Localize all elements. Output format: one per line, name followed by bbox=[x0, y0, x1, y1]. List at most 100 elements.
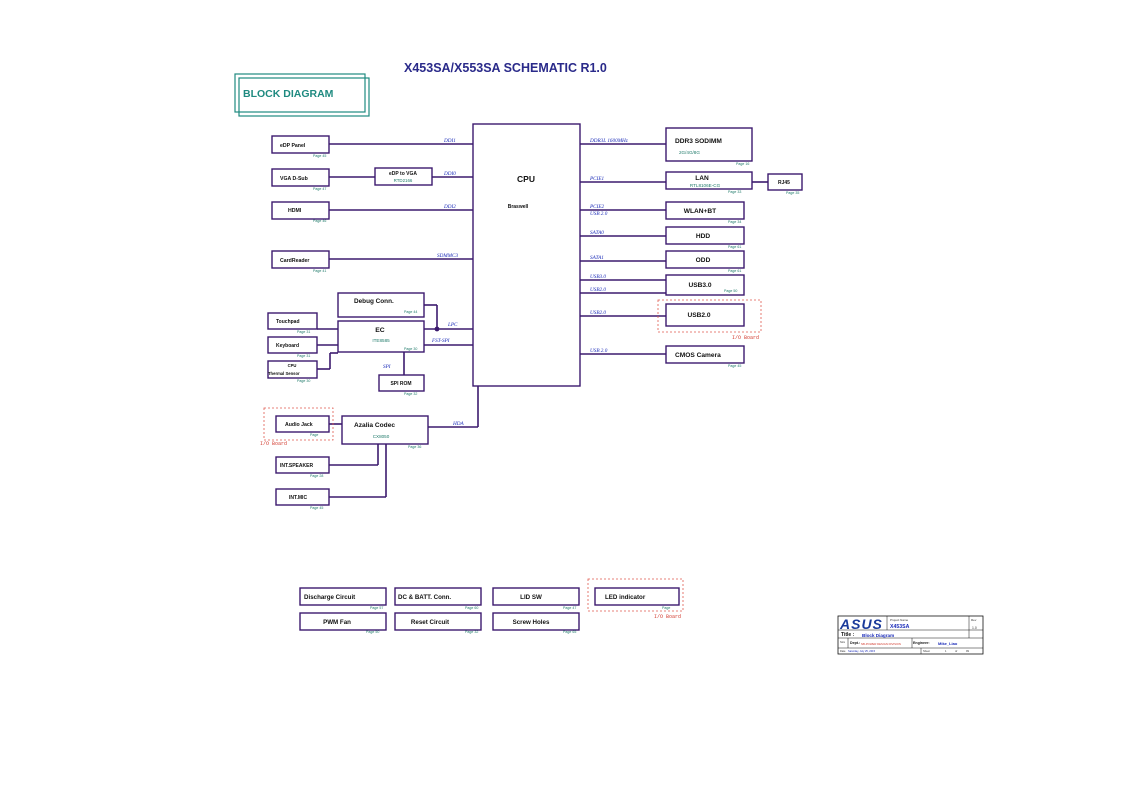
sheet-of: of bbox=[955, 649, 957, 653]
bus-usb20-b-label: USB2.0 bbox=[590, 310, 606, 316]
lan-chip: RTL8106E-CG bbox=[690, 183, 721, 188]
dc-batt-conn-page: Page 60 bbox=[465, 606, 478, 610]
dept-label: Dept.: bbox=[850, 641, 860, 645]
thermal-sensor-label-2: Thermal Sensor bbox=[268, 371, 300, 376]
ddr3-sodimm-block: DDR3 SODIMM 2G/4G/8G Page 16 bbox=[665, 127, 753, 166]
bus-pcie1-label: PCIE1 bbox=[589, 176, 605, 182]
lan-block: LAN RTL8106E-CG Page 33 bbox=[665, 171, 753, 194]
audio-jack-io-board: I/O Board bbox=[260, 441, 287, 447]
reset-circuit-label: Reset Circuit bbox=[411, 619, 449, 626]
cardreader-label: CardReader bbox=[280, 258, 309, 264]
debug-conn-page: Page 44 bbox=[404, 310, 417, 314]
usb30-label: USB3.0 bbox=[688, 282, 711, 289]
keyboard-label: Keyboard bbox=[276, 343, 299, 349]
reset-circuit-page: Page 32 bbox=[465, 630, 478, 634]
asus-logo: ASUS bbox=[839, 616, 883, 632]
size-label: Size bbox=[840, 640, 846, 644]
date-label: Date bbox=[840, 649, 846, 653]
bus-sata1-label: SATA1 bbox=[590, 255, 604, 261]
lid-sw-block: LID SW Page 47 bbox=[492, 587, 580, 610]
vga-dsub-page: Page 47 bbox=[313, 187, 326, 191]
touchpad-label: Touchpad bbox=[276, 319, 300, 325]
block-diagram-label: BLOCK DIAGRAM bbox=[243, 88, 334, 100]
title-block: ASUS Project Name X453SA Rev 1.0 Title :… bbox=[837, 615, 984, 655]
dept-value: NB-POWER DESIGN DIVISION bbox=[861, 642, 901, 646]
edp-to-vga-block: eDP to VGA RTD2166 bbox=[374, 167, 433, 186]
int-speaker-block: INT.SPEAKER Page 28 bbox=[275, 456, 330, 478]
pwm-fan-page: Page 50 bbox=[366, 630, 379, 634]
vga-dsub-label: VGA D-Sub bbox=[280, 176, 308, 182]
rev-value: 1.0 bbox=[972, 626, 977, 630]
hdmi-block: HDMI Page 46 bbox=[271, 201, 330, 223]
bus-ddr3l-label: DDR3L 1600MHz bbox=[589, 138, 628, 144]
project-name: X453SA bbox=[890, 624, 910, 630]
azalia-codec-page: Page 36 bbox=[408, 445, 421, 449]
cardreader-block: CardReader Page 41 bbox=[271, 250, 330, 273]
project-name-label: Project Name bbox=[890, 618, 909, 622]
touchpad-page: Page 31 bbox=[297, 330, 310, 334]
edp-panel-page: Page 45 bbox=[313, 154, 326, 158]
azalia-codec-chip: CX8050 bbox=[373, 434, 390, 439]
lan-label: LAN bbox=[695, 175, 709, 182]
ec-chip: ITE8585 bbox=[372, 338, 390, 343]
hdd-label: HDD bbox=[696, 233, 711, 240]
wlan-bt-block: WLAN+BT Page 34 bbox=[665, 201, 745, 224]
bus-ddi2-label: DDI2 bbox=[443, 204, 456, 210]
ec-block: EC ITE8585 Page 30 bbox=[337, 320, 425, 353]
bus-spi-label: SPI bbox=[383, 364, 391, 370]
edp-panel-block: eDP Panel Page 45 bbox=[271, 135, 330, 158]
audio-jack-label: Audio Jack bbox=[285, 422, 313, 428]
hdd-page: Page 61 bbox=[728, 245, 741, 249]
wlan-bt-label: WLAN+BT bbox=[684, 208, 716, 215]
bus-hda-label: HDA bbox=[452, 421, 464, 427]
led-indicator-block: LED indicator Page I/O Board bbox=[587, 578, 684, 620]
bus-lpc-label: LPC bbox=[447, 322, 458, 328]
rj45-page: Page 35 bbox=[786, 191, 799, 195]
engineer-value: Mike_Liao bbox=[938, 641, 958, 646]
discharge-circuit-page: Page 57 bbox=[370, 606, 383, 610]
edp-panel-label: eDP Panel bbox=[280, 143, 306, 149]
led-indicator-label: LED indicator bbox=[605, 594, 646, 601]
pwm-fan-label: PWM Fan bbox=[323, 619, 351, 626]
int-mic-page: Page 45 bbox=[310, 506, 323, 510]
bus-sata0-label: SATA0 bbox=[590, 230, 604, 236]
int-mic-block: INT.MIC Page 45 bbox=[275, 488, 330, 510]
lid-sw-label: LID SW bbox=[520, 594, 542, 601]
led-indicator-page: Page bbox=[662, 606, 670, 610]
title-label: Title : bbox=[841, 632, 855, 638]
ec-page: Page 30 bbox=[404, 347, 417, 351]
lan-page: Page 33 bbox=[728, 190, 741, 194]
led-indicator-io-board: I/O Board bbox=[654, 614, 681, 620]
cpu-label: CPU bbox=[517, 174, 535, 184]
hdd-block: HDD Page 61 bbox=[665, 226, 745, 249]
keyboard-block: Keyboard Page 31 bbox=[267, 336, 318, 358]
screw-holes-label: Screw Holes bbox=[513, 619, 550, 626]
spi-rom-page: Page 32 bbox=[404, 392, 417, 396]
int-speaker-page: Page 28 bbox=[310, 474, 323, 478]
rj45-label: RJ45 bbox=[778, 180, 790, 186]
screw-holes-block: Screw Holes Page 65 bbox=[492, 612, 580, 634]
spi-rom-block: SPI ROM Page 32 bbox=[378, 374, 425, 396]
debug-conn-label: Debug Conn. bbox=[354, 298, 394, 305]
odd-page: Page 61 bbox=[728, 269, 741, 273]
bus-usb20-wlan-label: USB 2.0 bbox=[590, 211, 608, 217]
bus-fst-spi-label: FST-SPI bbox=[431, 338, 450, 344]
ddr3-sodimm-label: DDR3 SODIMM bbox=[675, 138, 722, 145]
engineer-label: Engineer: bbox=[913, 641, 930, 645]
touchpad-block: Touchpad Page 31 bbox=[267, 312, 318, 334]
thermal-sensor-block: CPU Thermal Sensor Page 30 bbox=[267, 360, 318, 383]
ddr3-sodimm-capacity: 2G/4G/8G bbox=[679, 150, 700, 155]
ddr3-sodimm-page: Page 16 bbox=[736, 162, 749, 166]
date-value: Saturday, July 25, 2015 bbox=[848, 649, 876, 653]
dc-batt-conn-block: DC & BATT. Conn. Page 60 bbox=[394, 587, 482, 610]
bus-pcie2-label: PCIE2 bbox=[589, 204, 605, 210]
wlan-bt-page: Page 34 bbox=[728, 220, 741, 224]
thermal-sensor-label-1: CPU bbox=[288, 363, 297, 368]
lid-sw-page: Page 47 bbox=[563, 606, 576, 610]
cmos-camera-label: CMOS Camera bbox=[675, 352, 721, 359]
title-value: Block Diagram bbox=[862, 633, 894, 638]
sheet-total: 99 bbox=[966, 649, 969, 653]
sheet-number: 1 bbox=[945, 649, 947, 653]
